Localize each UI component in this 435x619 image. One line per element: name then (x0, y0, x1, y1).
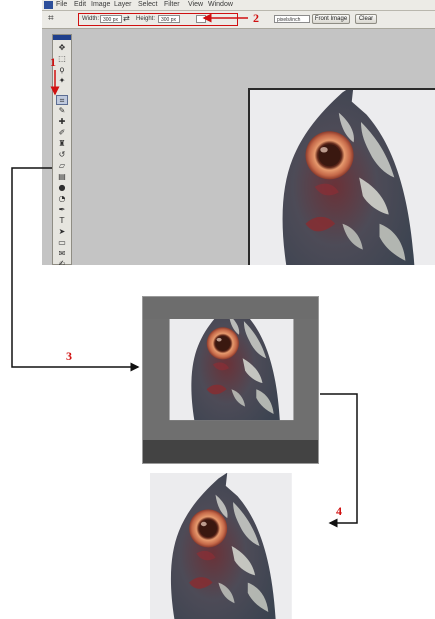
crop-preview (142, 296, 319, 464)
cropped-result (150, 473, 326, 619)
crop-shield-top (143, 297, 319, 319)
crop-shield-bottom (143, 440, 319, 464)
arrow-step-3 (12, 168, 138, 367)
crop-preview-photo (143, 319, 319, 440)
cropped-result-photo (150, 473, 326, 619)
